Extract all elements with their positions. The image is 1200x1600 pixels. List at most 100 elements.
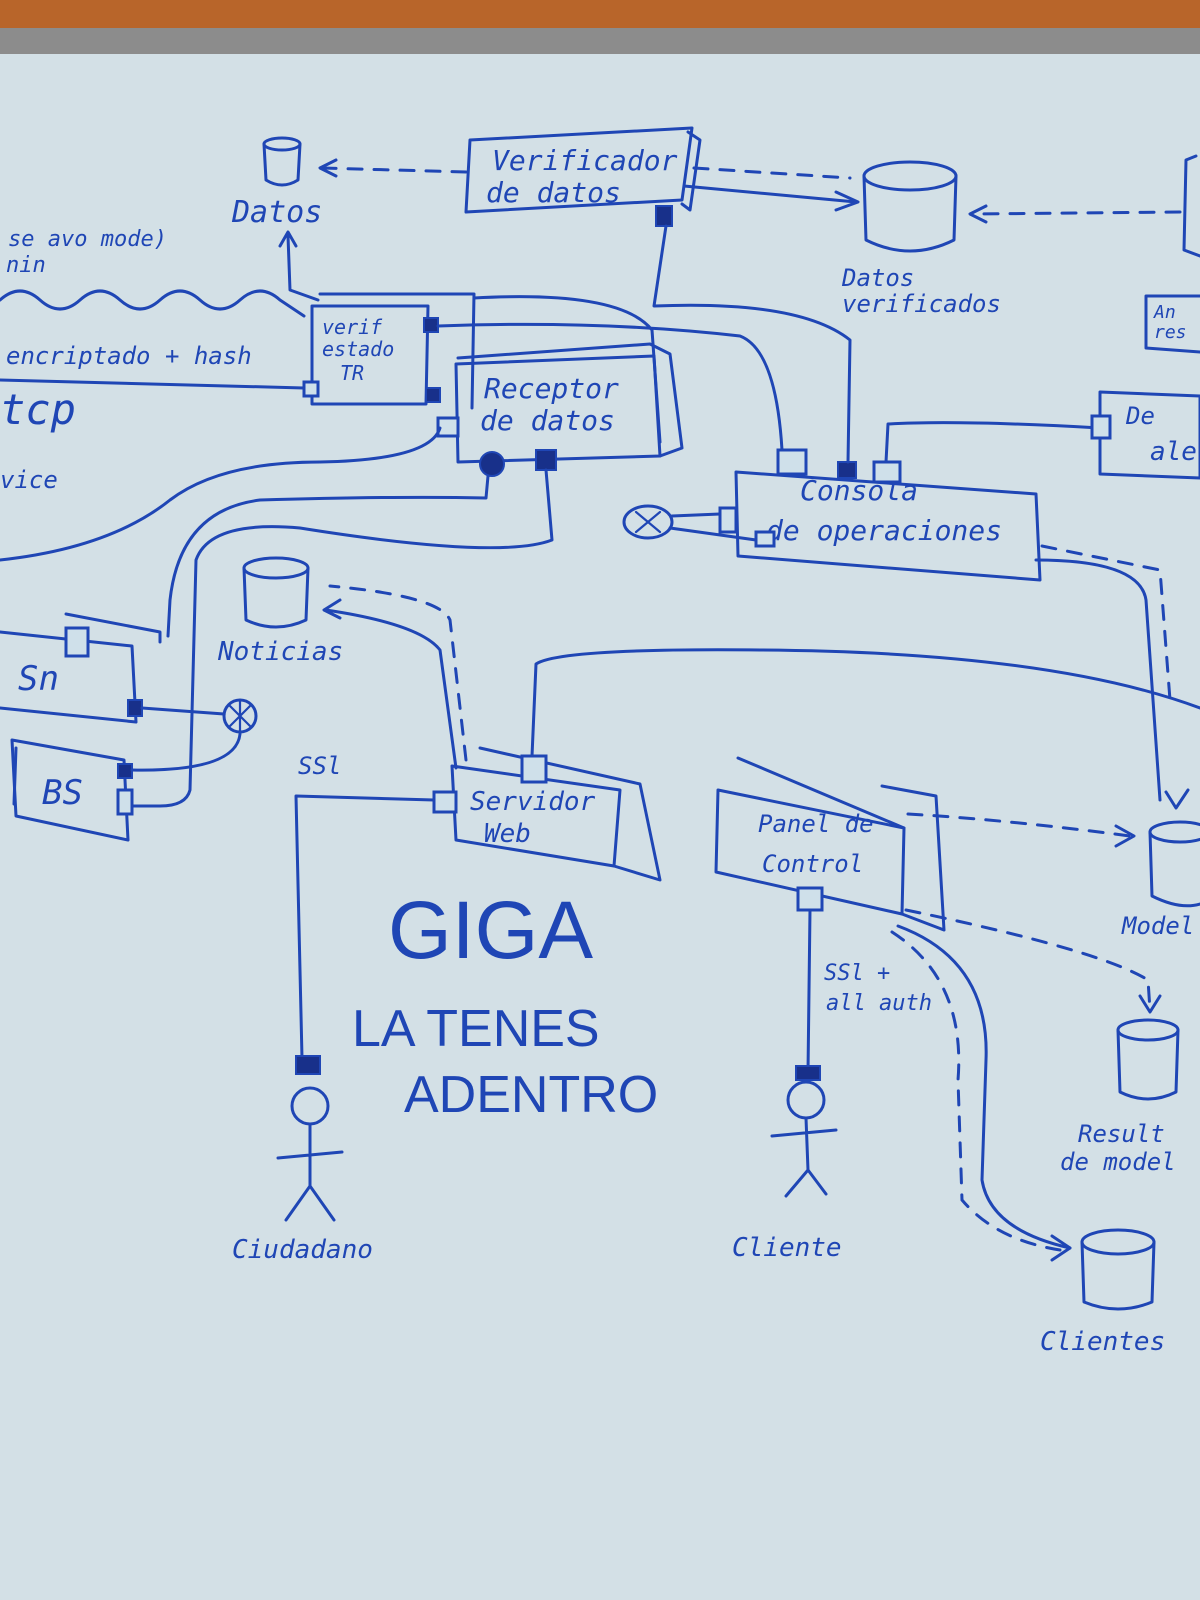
right-cut-box-port [1090,414,1112,440]
arrowhead [834,190,860,212]
cut-text-3: vice [0,466,58,494]
resultados-label-1: Result [1078,1120,1165,1148]
servidor-to-noticias-solid [324,608,458,770]
wavy-link [0,289,306,318]
wall-strip [0,0,1200,30]
right-to-verificados-arrow [970,210,1182,216]
sn-to-gear-line [140,706,226,716]
right-cut-box-2 [1144,294,1200,354]
ssl-auth-label-1: SSl + [824,961,890,986]
sn-label: Sn [18,659,59,699]
resultados-label-2: de model [1060,1148,1176,1176]
arrowhead [968,204,988,224]
giga-line-2: LA TENES [352,1000,600,1058]
giga-line-3: ADENTRO [404,1066,658,1124]
bs-to-gear-line [130,732,242,772]
consola-port-1 [776,448,808,476]
receptor-port-left [436,416,460,438]
encriptado-label: encriptado + hash [6,342,252,370]
panel-to-clientes-dashed [890,930,1062,1252]
verificador-to-verificados-dashed [692,166,852,180]
servidor-label-2: Web [484,819,531,849]
verif-to-datos-line [286,234,320,302]
timer-icon [622,504,674,540]
receptor-label-1: Receptor [484,372,619,405]
board-surface [0,54,1200,1600]
receptor-port-gear [479,451,505,477]
clientes-database-icon [1080,1228,1156,1311]
verif-estado-label-1: verif [322,315,383,339]
encriptado-line [0,378,306,390]
right-cut-box-1 [1098,390,1200,480]
consola-to-modelos-line [1034,558,1162,802]
verif-estado-port-right [423,317,439,333]
tcp-label: tcp [0,385,76,434]
noticias-database-icon [242,556,310,629]
datos-verificados-label-1: Datos [841,264,914,292]
panel-to-cliente-line [806,908,812,1074]
clientes-label: Clientes [1040,1327,1165,1357]
modelos-database-icon [1148,820,1200,908]
connector-gear-icon [222,698,258,734]
verif-estado-label-3: TR [340,361,364,385]
noticias-label: Noticias [217,637,343,667]
verificador-port [655,205,673,227]
consola-label-2: de operaciones [766,514,1002,547]
datos-label: Datos [231,195,322,230]
servidor-label-1: Servidor [470,787,596,817]
ciudadano-actor-icon [276,1086,344,1222]
resultados-database-icon [1116,1018,1180,1101]
receptor-port-bottom [535,449,557,471]
servidor-to-noticias-dashed [328,584,468,762]
receptor-gear-link [166,474,490,638]
board-frame [0,28,1200,54]
consola-port-5 [754,530,776,548]
cliente-label: Cliente [732,1233,842,1263]
servidor-to-modelos-line [530,648,1200,758]
sn-port-top [64,626,90,658]
right-cut-text-3: An [1153,302,1176,323]
verif-estado-port-left [302,380,320,398]
verificador-to-verificados-solid [682,184,858,204]
right-cut-text-1: De [1125,402,1155,430]
consola-port-2 [837,461,857,479]
arrowhead [322,598,342,620]
right-cut-text-2: ale [1150,437,1197,467]
giga-line-1: GIGA [388,885,593,976]
bs-port-2 [116,788,134,816]
arrowhead [278,230,298,248]
consola-to-right-line [884,421,1102,464]
verificador-box [464,126,702,214]
verif-estado-label-2: estado [322,337,394,361]
verif-estado-top-line [472,295,662,444]
servidor-port-left [432,790,458,814]
ciudadano-label: Ciudadano [232,1235,373,1265]
consola-port-4 [718,506,738,534]
bs-box [10,738,130,842]
panel-label-1: Panel de [758,810,874,838]
datos-database-icon [262,136,302,187]
consola-to-modelos-dashed [1040,544,1172,702]
gear-cross [228,700,252,732]
servidor-port-top [520,754,548,784]
panel-label-2: Control [762,850,863,878]
panel-to-resultados-dashed [904,908,1152,1012]
ssl-label: SSl [298,752,341,780]
verif-estado-box [310,292,476,410]
arrowhead [318,158,338,178]
arrowhead [1138,994,1162,1014]
servidor-to-ciudadano-line [294,794,436,1060]
verif-estado-port-bottom [425,387,441,403]
verificador-label-2: de datos [486,176,621,209]
modelos-label: Model [1121,912,1194,940]
arrowhead [1050,1234,1072,1262]
right-cut-text-4: res [1154,322,1187,343]
ssl-auth-label-2: all auth [826,991,932,1016]
timer-to-consola-line [668,512,758,542]
receptor-bottom-link [128,468,554,808]
servidor-web-box [450,746,662,882]
arrowhead [1114,824,1136,848]
cliente-actor-icon [770,1080,838,1198]
datos-verificados-label-2: verificados [842,290,1001,318]
